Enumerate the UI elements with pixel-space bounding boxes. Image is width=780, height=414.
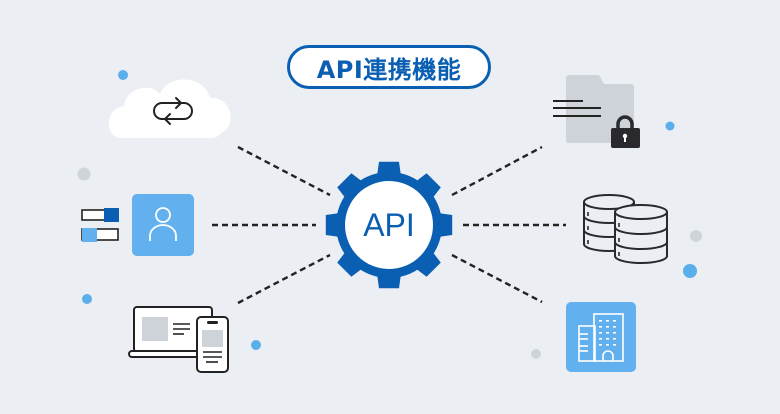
user-toggle-icon [81, 194, 194, 256]
connector-secure-document [451, 145, 543, 197]
gear-icon [325, 161, 453, 289]
decorative-dots [77, 70, 702, 359]
dot-blue [118, 70, 128, 80]
locked-folder-icon [553, 75, 640, 148]
dot-blue [665, 121, 675, 131]
dot-blue [683, 264, 697, 278]
dot-gray [690, 230, 702, 242]
title-text: API連携機能 [316, 55, 462, 84]
connector-cloud-sync [237, 145, 331, 197]
building-icon [566, 302, 636, 372]
database-icon [583, 194, 668, 264]
diagram-title: API連携機能 [287, 45, 491, 89]
connector-company [451, 253, 543, 304]
hub-label: API [363, 206, 415, 243]
connector-devices [237, 253, 331, 305]
cloud-sync-icon [108, 79, 231, 138]
laptop-phone-icon [128, 306, 229, 373]
dot-blue [82, 294, 92, 304]
dot-gray [531, 349, 541, 359]
dot-blue [251, 340, 261, 350]
dot-gray [77, 167, 91, 181]
